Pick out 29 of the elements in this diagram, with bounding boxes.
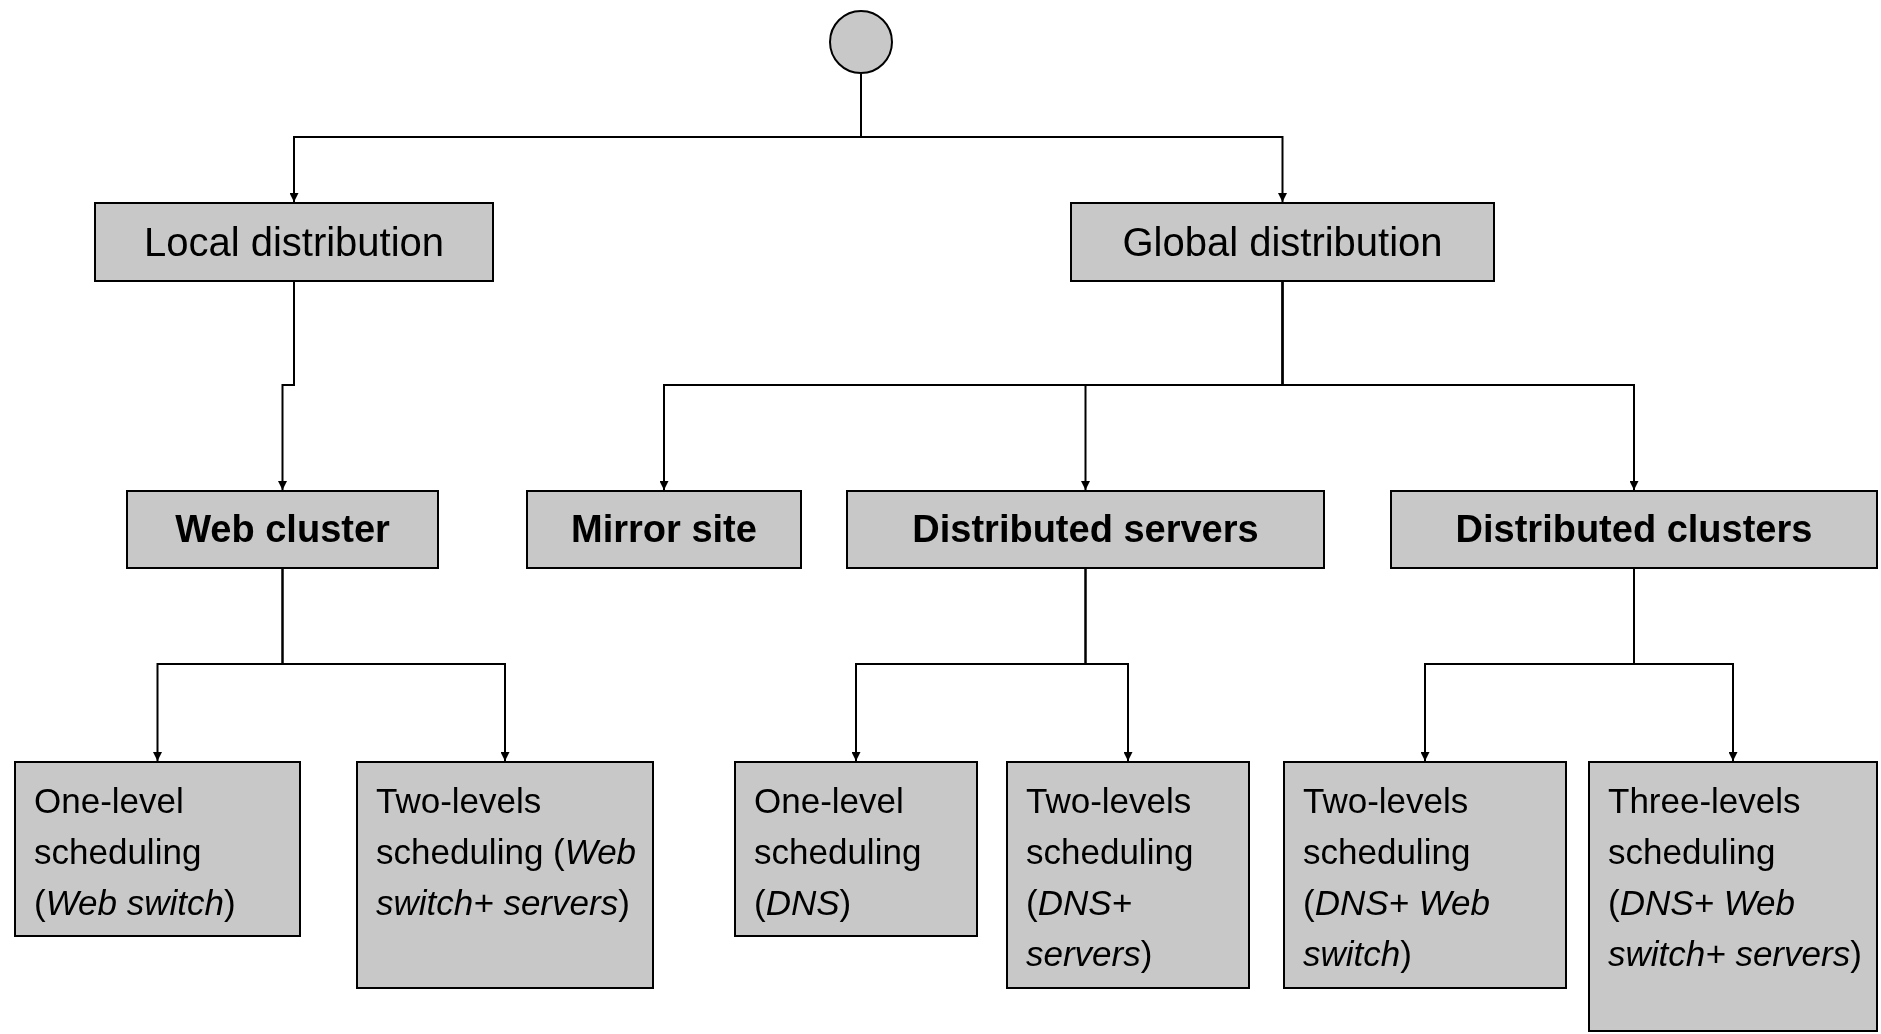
category-box [94,202,494,282]
arrow [1633,568,1738,762]
arrow [281,568,510,762]
scheduling-box [356,761,654,989]
arrow [1084,568,1133,762]
node-label: Local distribution [143,219,445,266]
node-label: Two-levels scheduling (Web switch+ servers) [376,780,638,924]
arrow [278,281,295,491]
scheduling-box [1588,761,1878,1032]
category-box [1390,490,1878,569]
arrow [1281,281,1639,491]
category-box [846,490,1325,569]
node-label: Distributed servers [912,507,1259,552]
node-label: One-level scheduling (Web switch) [34,780,237,924]
node-label: Three-levels scheduling (DNS+ Web switch+ servers) [1608,780,1863,975]
scheduling-box [1006,761,1250,989]
category-box [526,490,802,569]
node-label: Global distribution [1122,219,1443,266]
scheduling-box [14,761,301,937]
node-label: Distributed clusters [1455,507,1813,552]
node-label: One-level scheduling (DNS) [754,780,923,924]
node-label: Mirror site [571,507,757,552]
category-box [1070,202,1495,282]
node-label: Two-levels scheduling (DNS+ Web switch) [1303,780,1492,975]
node-label: Web cluster [175,507,390,552]
category-box [126,490,439,569]
scheduling-box [1283,761,1567,989]
node-label: Two-levels scheduling (DNS+ servers) [1026,780,1195,975]
scheduling-box [734,761,978,937]
